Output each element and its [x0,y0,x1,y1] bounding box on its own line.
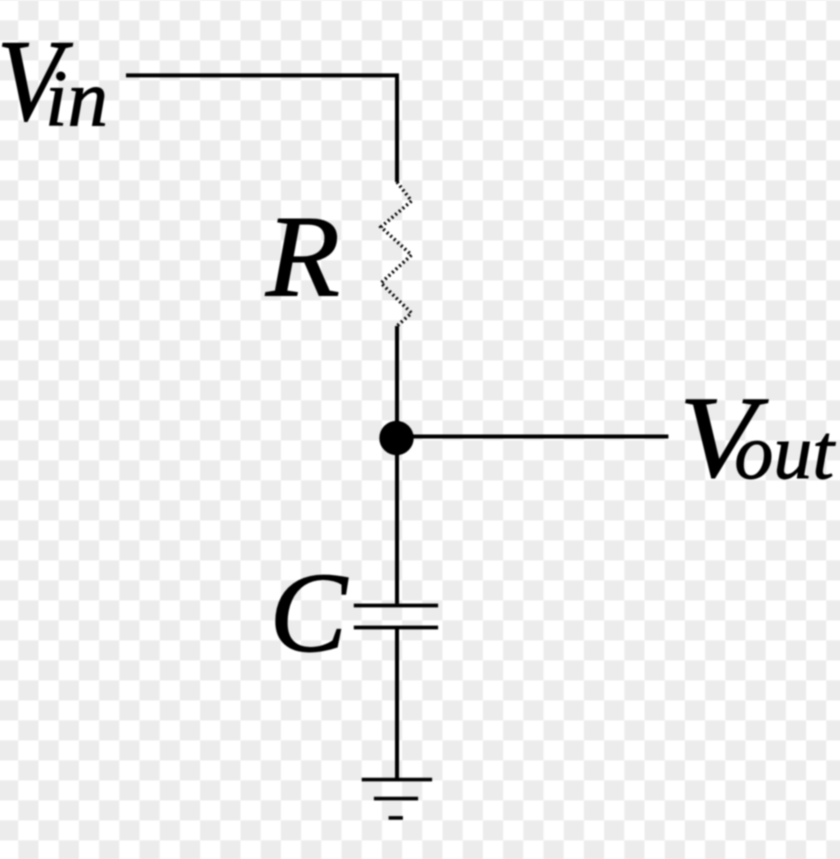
svg-text:V: V [0,17,73,146]
svg-text:R: R [265,192,340,321]
svg-text:in: in [45,54,108,144]
svg-text:out: out [734,408,836,495]
svg-text:C: C [269,550,349,677]
svg-text:V: V [679,372,769,502]
